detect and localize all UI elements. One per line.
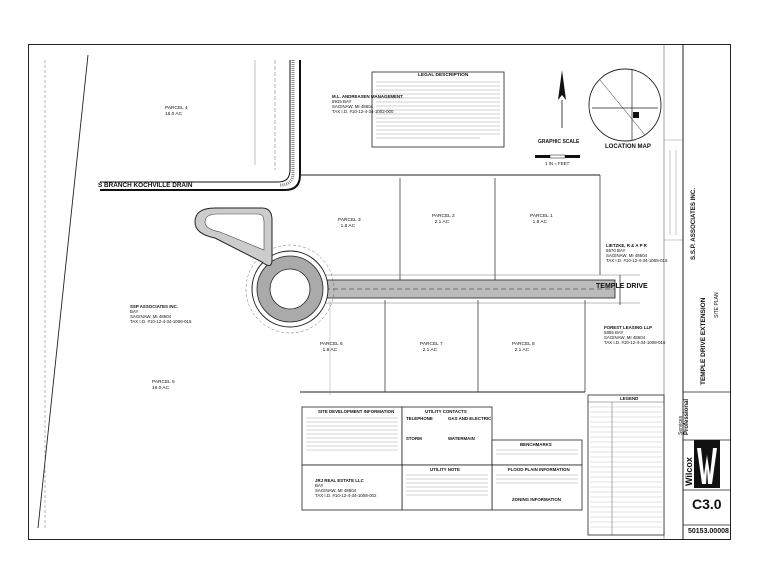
zoning-title: ZONING INFORMATION <box>512 497 561 502</box>
parcel-2-label: PARCEL 2 2.1 AC <box>432 214 455 225</box>
legend-title: LEGEND <box>620 396 639 401</box>
company-wilcox: Wilcox <box>684 457 694 486</box>
company-professional: Professional <box>684 398 690 435</box>
site-info-title: SITE DEVELOPMENT INFORMATION <box>318 409 395 414</box>
gas-electric-label: GAS AND ELECTRIC <box>448 416 492 421</box>
owner-lietzke: LIETZKE, R & A P R 5570 BAY SAGINAW, MI … <box>606 243 668 264</box>
flood-plain-title: FLOOD PLAIN INFORMATION <box>508 467 570 472</box>
legal-description-title: LEGAL DESCRIPTION <box>418 73 469 78</box>
project-title: TEMPLE DRIVE EXTENSION <box>700 297 707 385</box>
top-note <box>235 68 240 73</box>
parcel-8-label: PARCEL 8 2.1 AC <box>512 342 535 353</box>
location-map-title: LOCATION MAP <box>605 144 651 150</box>
sheet-number: C3.0 <box>692 496 722 512</box>
drawing-sheet-border <box>28 44 731 540</box>
drain-label: S BRANCH KOCHVILLE DRAIN <box>98 182 193 189</box>
owner-ssp: SSP ASSOCIATES INC. BAY SAGINAW, MI 4860… <box>130 304 192 325</box>
parcel-6-label: PARCEL 6 1.8 AC <box>320 342 343 353</box>
parcel-7-label: PARCEL 7 2.1 AC <box>420 342 443 353</box>
client-name: S.S.P. ASSOCIATES INC. <box>690 187 697 260</box>
owner-forest: FOREST LEASING LLP 5855 BAY SAGINAW, MI … <box>604 325 666 346</box>
benchmarks-title: BENCHMARKS <box>520 442 552 447</box>
utility-note-title: UTILITY NOTE <box>430 467 460 472</box>
parcel-4-label: PARCEL 4 16.0 AC <box>165 106 188 117</box>
road-label: TEMPLE DRIVE <box>596 283 648 290</box>
graphic-scale-note: 1 IN = FEET <box>545 161 570 166</box>
graphic-scale-title: GRAPHIC SCALE <box>538 139 580 145</box>
owner-jrj: JRJ REAL ESTATE LLC BAY SAGINAW, MI 4860… <box>315 478 377 499</box>
job-number: 50153.00008 <box>688 528 729 535</box>
parcel-5-label: PARCEL 5 16.0 AC <box>152 380 175 391</box>
telephone-label: TELEPHONE <box>406 416 433 421</box>
storm-label: STORM <box>406 436 422 441</box>
sheet-title: SITE PLAN <box>714 292 720 318</box>
utility-contacts-title: UTILITY CONTACTS <box>425 409 467 414</box>
owner-andreasen: M.L. ANDREASEN MANAGEMENT 5915 BAY SAGIN… <box>332 94 403 115</box>
parcel-1-label: PARCEL 1 1.8 AC <box>530 214 553 225</box>
company-services: Services <box>678 415 684 435</box>
watermain-label: WATERMAIN <box>448 436 475 441</box>
parcel-3-label: PARCEL 3 1.8 AC <box>338 218 361 229</box>
